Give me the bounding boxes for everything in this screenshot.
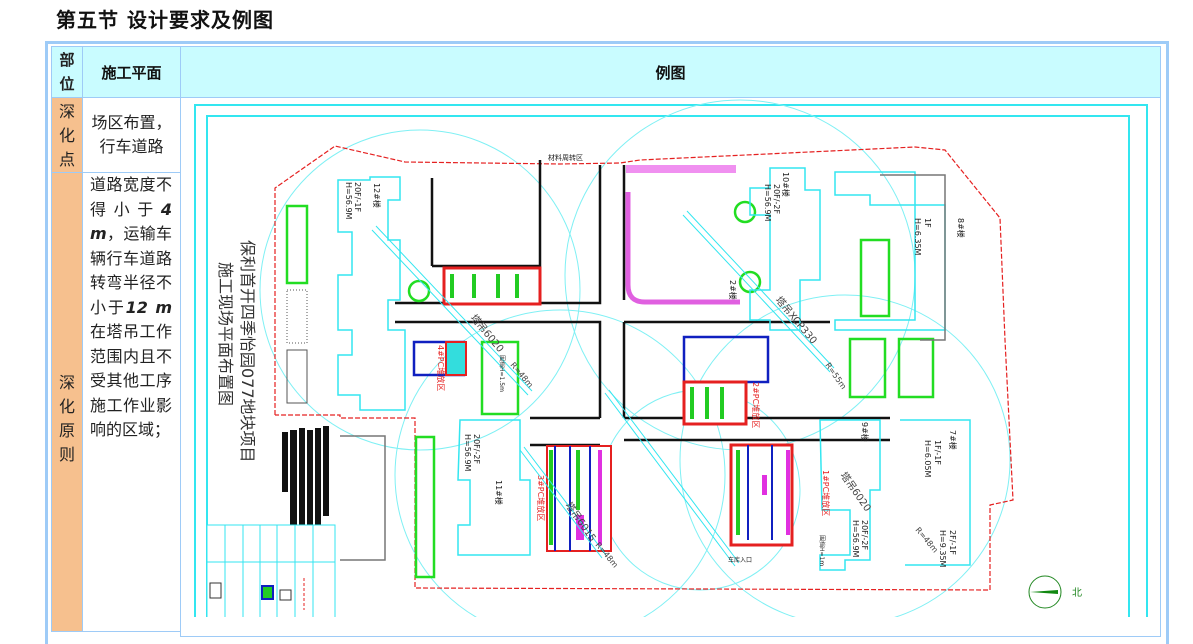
north-arrow-icon: [1028, 575, 1062, 609]
label-b11-floors: 20F/-2F: [472, 434, 481, 464]
storage-zone: [286, 289, 308, 344]
text-seg-value: 12 m: [125, 297, 172, 317]
section-title: 第五节 设计要求及例图: [56, 8, 274, 32]
text-seg: ，运输车辆行车道路转弯半径不小于: [90, 224, 172, 317]
crane-radius-circle: [394, 309, 726, 617]
green-zones: [285, 200, 935, 579]
label-b7b-height: H=9.35M: [938, 530, 947, 568]
label-b10-height: H=56.9M: [763, 184, 772, 222]
label-b9: 9#楼: [860, 422, 870, 442]
row2-part-label: 深化原则: [58, 373, 75, 464]
header-plan: 施工平面: [82, 46, 181, 98]
storage-zone: [286, 349, 308, 404]
label-b11-height: H=56.9M: [463, 434, 472, 472]
label-b9-height: H=56.9M: [851, 520, 860, 558]
crane-radius-circle: [679, 294, 1011, 617]
text-seg: 道路宽度不得小于: [90, 175, 172, 219]
crane-booms: [371, 210, 835, 567]
row2-part: 深化原则: [51, 172, 83, 632]
label-pc2: 2#PC堆放区: [751, 382, 761, 428]
temp-road-magenta: [625, 192, 740, 305]
diagram-title-line2: 施工现场平面布置图: [216, 262, 235, 406]
header-part: 部位: [51, 46, 83, 98]
label-b8: 8#楼: [956, 218, 966, 238]
row2-plan-text: 道路宽度不得小于4 m，运输车辆行车道路转弯半径不小于12 m 在塔吊工作范围内且…: [83, 173, 180, 443]
label-b8-height: H=6.35M: [913, 218, 922, 256]
magenta-strip: [626, 165, 736, 173]
label-rebar: 材料周转区: [548, 153, 583, 162]
redacted-block: [282, 426, 329, 560]
label-wall-height: 围挡H=1.5m: [498, 355, 506, 392]
label-b7-floors: 1F/-1F: [933, 440, 942, 465]
label-b7-height: H=6.05M: [923, 440, 932, 478]
label-radius-2: R=55m: [823, 361, 848, 391]
site-plan-diagram: 北 保利首开四季怡园077地块项目 施工现场平面布置图 12#楼 20F/-1F…: [194, 99, 1148, 617]
label-b10-floors: 20F/-2F: [772, 184, 781, 214]
site-fence: [274, 145, 1014, 591]
legend-table: [206, 524, 336, 617]
pc-yards: [412, 266, 794, 552]
label-pc3: 3#PC堆放区: [536, 475, 546, 521]
text-seg-value: 4 m: [90, 199, 172, 244]
row1-plan-text: 场区布置，行车道路: [91, 113, 172, 156]
label-b11: 11#楼: [494, 480, 504, 505]
north-arrow-needle: [1030, 590, 1058, 594]
diagram-title-line1: 保利首开四季怡园077地块项目: [238, 240, 257, 463]
grey-buildings: [340, 174, 946, 561]
buildings: [337, 167, 971, 571]
label-garage: 车库入口: [728, 556, 752, 564]
crane-radius-circle: [259, 129, 581, 451]
label-b10: 10#楼: [781, 172, 791, 197]
header-plan-label: 施工平面: [101, 63, 162, 82]
label-b7: 7#楼: [948, 430, 958, 450]
label-crane-2: 塔吊XCP330: [773, 294, 820, 347]
label-radius-1: R=48m: [508, 361, 534, 390]
label-b8-floors: 1F: [923, 218, 932, 228]
row1-part-label: 深化点: [58, 102, 75, 169]
label-b9-floors: 20F/-2F: [860, 520, 869, 550]
text-seg: 在塔吊工作范围内且不受其他工序施工作业影响的区域；: [90, 322, 172, 439]
label-b2: 2#楼: [728, 280, 738, 300]
header-example-label: 例图: [655, 63, 686, 82]
label-b12: 12#楼: [372, 183, 382, 208]
label-pc1: 1#PC堆放区: [821, 470, 831, 516]
drawing-frame-outer: [194, 104, 1148, 617]
label-radius-3: R=48m: [913, 526, 939, 555]
label-crane-3: 塔吊6020: [838, 469, 875, 514]
label-crane-1: 塔吊6020: [468, 312, 507, 355]
north-label: 北: [1072, 587, 1082, 599]
header-part-label: 部位: [59, 51, 75, 93]
label-b12-height: H=56.9M: [344, 182, 353, 220]
label-wall-height-2: 围挡H=1m: [818, 535, 826, 566]
label-pc4: 4#PC堆放区: [436, 345, 446, 391]
label-b7b-floors: 2F/-1F: [948, 530, 957, 555]
label-b12-floors: 20F/-1F: [353, 182, 362, 212]
